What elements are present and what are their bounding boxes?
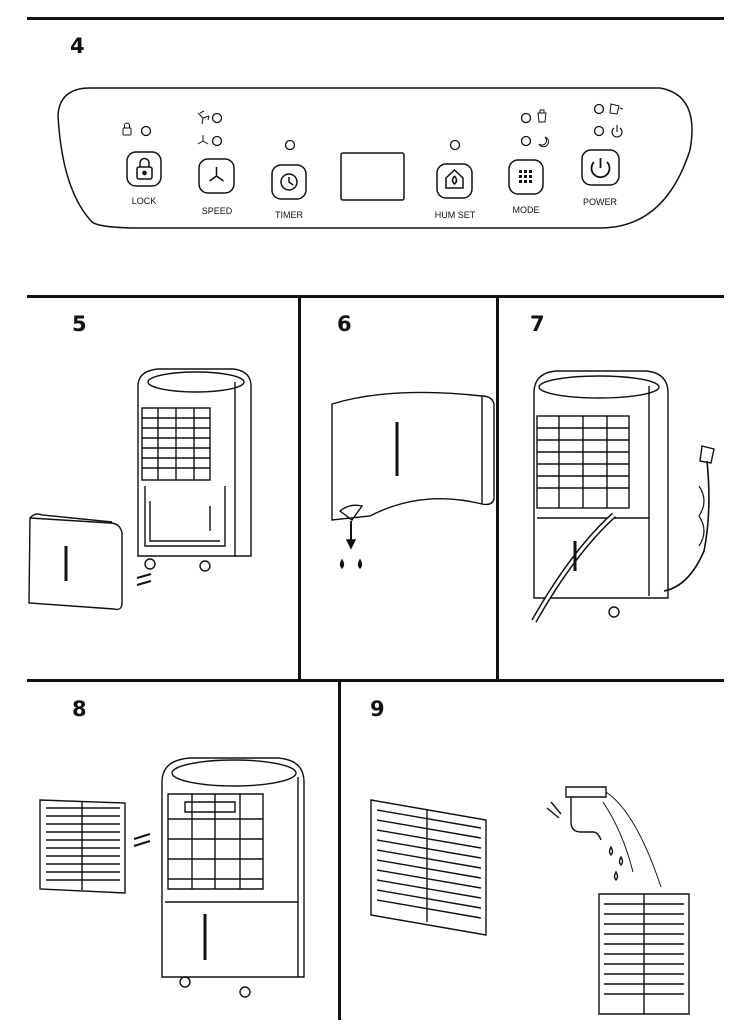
control-panel: LOCK SPEED TIMER HUM SET MODE POWER bbox=[57, 87, 693, 229]
lock-label: LOCK bbox=[132, 196, 157, 206]
section-number-9: 9 bbox=[370, 697, 385, 721]
illustration-remove-filter bbox=[39, 757, 305, 998]
col-divider-6-7 bbox=[496, 296, 499, 679]
low-speed-led bbox=[211, 135, 223, 147]
laundry-icon bbox=[537, 109, 547, 123]
row3-divider bbox=[27, 679, 724, 682]
standby-icon bbox=[611, 125, 623, 138]
mode-label: MODE bbox=[513, 205, 540, 215]
mode-button-shape bbox=[508, 159, 544, 195]
section-number-8: 8 bbox=[72, 697, 87, 721]
humset-button-shape bbox=[436, 163, 473, 199]
laundry-led bbox=[520, 112, 532, 124]
full-tank-led bbox=[593, 103, 605, 115]
high-speed-led bbox=[211, 112, 223, 124]
speed-label: SPEED bbox=[202, 206, 233, 216]
section-number-5: 5 bbox=[72, 312, 87, 336]
display-window bbox=[340, 152, 405, 201]
full-tank-icon bbox=[609, 103, 624, 115]
speed-button-shape bbox=[198, 158, 235, 194]
illustration-wash-filter bbox=[370, 786, 690, 1015]
illustration-drain-hose bbox=[531, 370, 715, 623]
humset-label: HUM SET bbox=[435, 210, 476, 220]
top-divider bbox=[27, 17, 724, 20]
row2-divider bbox=[27, 295, 724, 298]
power-icon bbox=[590, 158, 611, 179]
timer-led bbox=[284, 139, 296, 151]
sleep-icon bbox=[538, 136, 549, 148]
home-drop-icon bbox=[445, 168, 464, 189]
high-speed-fan-icon bbox=[197, 110, 210, 125]
section-number-6: 6 bbox=[337, 312, 352, 336]
lock-small-icon bbox=[122, 122, 132, 136]
illustration-remove-tank bbox=[28, 368, 252, 611]
section-number-7: 7 bbox=[530, 312, 545, 336]
illustration-empty-tank bbox=[331, 391, 495, 569]
lock-icon bbox=[136, 157, 153, 180]
power-label: POWER bbox=[583, 197, 618, 207]
sleep-led bbox=[520, 135, 532, 147]
standby-led bbox=[593, 125, 605, 137]
timer-button-shape bbox=[271, 164, 307, 200]
low-speed-fan-icon bbox=[197, 135, 209, 145]
section-number-4: 4 bbox=[70, 34, 85, 58]
lock-led bbox=[140, 125, 152, 137]
timer-label: TIMER bbox=[275, 210, 303, 220]
mode-grid-icon bbox=[519, 170, 532, 183]
col-divider-8-9 bbox=[338, 680, 341, 1020]
timer-icon bbox=[280, 173, 298, 191]
lock-button-shape bbox=[126, 151, 162, 187]
fan-icon bbox=[209, 167, 224, 182]
humset-led bbox=[449, 139, 461, 151]
col-divider-5-6 bbox=[298, 296, 301, 679]
power-button-shape bbox=[581, 149, 620, 186]
